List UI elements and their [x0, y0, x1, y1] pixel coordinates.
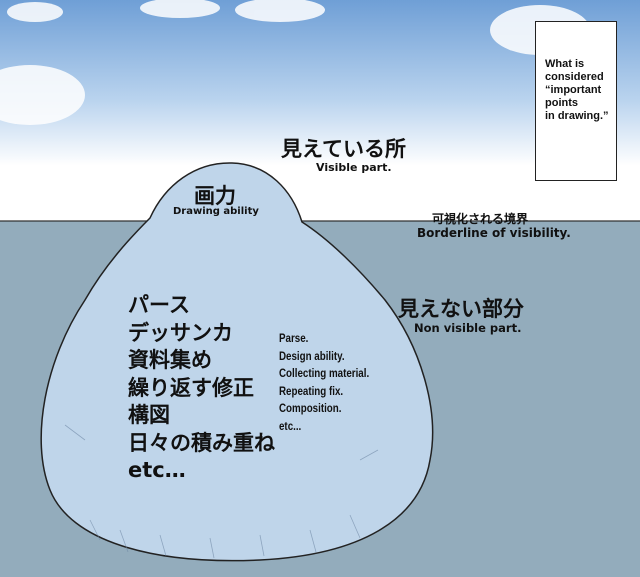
note-box: What is considered “important points in …	[535, 21, 617, 181]
note-line: “important	[545, 84, 602, 96]
list-item: 日々の積み重ね	[128, 430, 275, 455]
list-item: 繰り返す修正	[128, 375, 254, 400]
list-item: 構図	[128, 403, 170, 427]
list-item: Design ability.	[279, 350, 345, 363]
borderline-en: Borderline of visibility.	[417, 226, 571, 240]
note-line: in drawing.”	[545, 110, 609, 122]
iceberg-hatching	[64, 424, 379, 559]
list-item: Collecting material.	[279, 368, 370, 380]
skills-list-en: Parse. Design ability. Collecting materi…	[279, 331, 369, 436]
list-item: デッサンカ	[128, 320, 233, 345]
non-visible-jp: 見えない部分	[398, 297, 524, 321]
visible-part-en: Visible part.	[316, 161, 392, 174]
note-line: considered	[545, 71, 604, 83]
visible-part-jp: 見えている所	[281, 137, 406, 161]
list-item: etc…	[128, 458, 186, 482]
skills-list-jp: パース デッサンカ 資料集め 繰り返す修正 構図 日々の積み重ね etc…	[128, 292, 275, 485]
tip-label-en: Drawing ability	[173, 206, 259, 217]
list-item: Parse.	[279, 333, 309, 345]
list-item: Repeating fix.	[279, 385, 344, 398]
borderline-jp: 可視化される境界	[432, 212, 529, 226]
iceberg	[40, 162, 434, 562]
tip-label-jp: 画力	[194, 184, 236, 208]
non-visible-en: Non visible part.	[414, 321, 522, 335]
list-item: Composition.	[279, 403, 342, 415]
list-item: パース	[128, 293, 190, 317]
list-item: 資料集め	[128, 348, 212, 372]
list-item: etc...	[279, 420, 302, 433]
note-line: points	[545, 97, 578, 109]
note-line: What is	[545, 58, 585, 70]
